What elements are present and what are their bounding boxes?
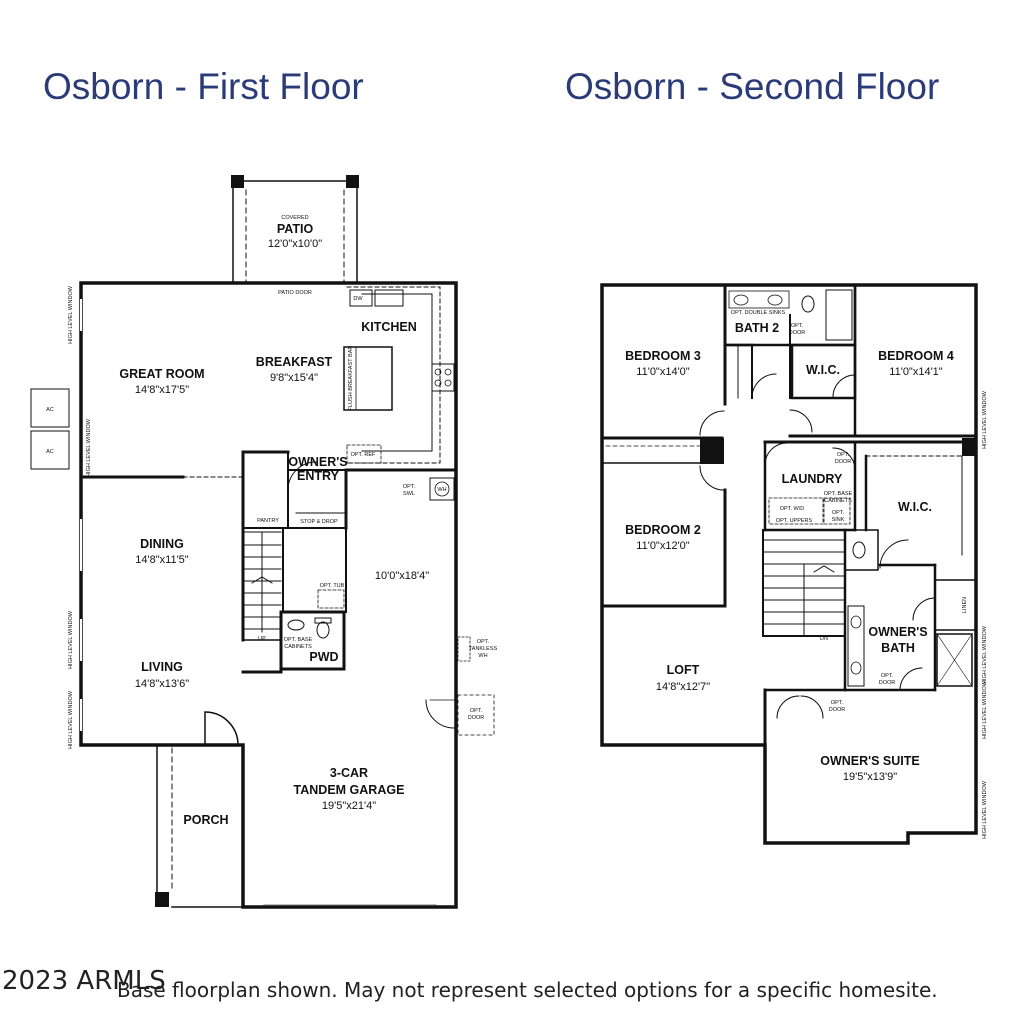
great-room-dimensions: 14'8"x17'5" bbox=[135, 384, 189, 396]
patio-covered-label: COVERED bbox=[281, 215, 308, 221]
garage-label-line1: 3-CAR bbox=[330, 766, 368, 780]
opt-base-cabinets-line2: CABINETS bbox=[824, 498, 852, 504]
owners-entry-label-line1: OWNER'S bbox=[288, 455, 347, 469]
high-level-window-label: HIGH LEVEL WINDOW bbox=[982, 780, 988, 839]
owners-suite-dimensions: 19'5"x13'9" bbox=[843, 771, 897, 783]
high-level-window-label: HIGH LEVEL WINDOW bbox=[68, 690, 74, 749]
loft-dimensions: 14'8"x12'7" bbox=[656, 681, 710, 693]
living-label: LIVING bbox=[141, 660, 183, 674]
opt-sink-line1: OPT. bbox=[832, 510, 845, 516]
high-level-window-label: HIGH LEVEL WINDOW bbox=[68, 610, 74, 669]
high-level-window-label: HIGH LEVEL WINDOW bbox=[86, 418, 92, 477]
dining-label: DINING bbox=[140, 537, 184, 551]
living-dimensions: 14'8"x13'6" bbox=[135, 678, 189, 690]
owners-bath-opt-door-line1: OPT. bbox=[881, 673, 894, 679]
laundry-opt-door-line1: OPT. bbox=[837, 452, 850, 458]
dishwasher-label: DW bbox=[353, 296, 363, 302]
porch-label: PORCH bbox=[183, 813, 228, 827]
kitchen-label: KITCHEN bbox=[361, 320, 417, 334]
opt-tankless-line1: OPT. bbox=[477, 639, 490, 645]
owners-bath-label-line2: BATH bbox=[881, 641, 915, 655]
patio-label: PATIO bbox=[277, 222, 314, 236]
first-floor-title: Osborn - First Floor bbox=[43, 66, 364, 107]
second-floor-title: Osborn - Second Floor bbox=[565, 66, 940, 107]
patio-dimensions: 12'0"x10'0" bbox=[268, 238, 322, 250]
opt-ref-label: OPT. REF bbox=[351, 452, 376, 458]
garage-opt-door-line1: OPT. bbox=[470, 708, 483, 714]
bath-2-label: BATH 2 bbox=[735, 321, 779, 335]
owners-entry-label-line2: ENTRY bbox=[297, 469, 340, 483]
opt-double-sinks-label: OPT. DOUBLE SINKS bbox=[731, 310, 786, 316]
second-floor-walls bbox=[600, 283, 978, 845]
owners-bath-opt-door-line2: DOOR bbox=[879, 680, 896, 686]
bedroom-3-dimensions: 11'0"x14'0" bbox=[636, 366, 689, 378]
opt-tankless-line3: WH bbox=[478, 653, 487, 659]
garage-opt-door-line2: DOOR bbox=[468, 715, 485, 721]
high-level-window-label: HIGH LEVEL WINDOW bbox=[982, 680, 988, 739]
powder-room-label: PWD bbox=[309, 650, 338, 664]
suite-opt-door-line1: OPT. bbox=[831, 700, 844, 706]
opt-tankless-line2: TANKLESS bbox=[469, 646, 498, 652]
bedroom-2-label: BEDROOM 2 bbox=[625, 523, 701, 537]
dining-dimensions: 14'8"x11'5" bbox=[135, 554, 188, 566]
opt-base-cabinets-line1: OPT. BASE bbox=[284, 637, 313, 643]
bath-2-opt-door-line1: OPT. bbox=[791, 323, 804, 329]
high-level-window-label: HIGH LEVEL WINDOW bbox=[68, 285, 74, 344]
ac-unit-1: AC bbox=[46, 407, 54, 413]
first-floor-walls bbox=[30, 175, 495, 909]
opt-swl-label-line1: OPT. bbox=[403, 484, 416, 490]
loft-label: LOFT bbox=[667, 663, 700, 677]
stairs-up-label: UP bbox=[258, 636, 266, 642]
wic-small-label: W.I.C. bbox=[806, 363, 840, 377]
garage-label-line2: TANDEM GARAGE bbox=[294, 783, 405, 797]
pantry-label: PANTRY bbox=[257, 518, 279, 524]
suite-opt-door-line2: DOOR bbox=[829, 707, 846, 713]
owners-bath-label-line1: OWNER'S bbox=[868, 625, 927, 639]
linen-label: LINEN bbox=[962, 597, 968, 613]
bath-2-opt-door-line2: DOOR bbox=[789, 330, 806, 336]
high-level-window-label: HIGH LEVEL WINDOW bbox=[982, 625, 988, 684]
opt-base-cabinets-line1: OPT. BASE bbox=[824, 491, 853, 497]
ac-unit-2: AC bbox=[46, 449, 54, 455]
garage-bay-dimensions: 10'0"x18'4" bbox=[375, 570, 429, 582]
water-heater-label: WH bbox=[437, 487, 446, 493]
breakfast-dimensions: 9'8"x15'4" bbox=[270, 372, 318, 384]
breakfast-label: BREAKFAST bbox=[256, 355, 333, 369]
disclaimer-text: Base floorplan shown. May not represent … bbox=[117, 978, 938, 1002]
breakfast-bar-label: FLUSH BREAKFAST BAR bbox=[348, 346, 354, 411]
bedroom-3-label: BEDROOM 3 bbox=[625, 349, 701, 363]
stop-and-drop-label: STOP & DROP bbox=[300, 519, 338, 525]
great-room-label: GREAT ROOM bbox=[119, 367, 204, 381]
opt-washer-dryer-label: OPT. W/D bbox=[780, 506, 804, 512]
opt-base-cabinets-line2: CABINETS bbox=[284, 644, 312, 650]
opt-tub-label: OPT. TUB bbox=[320, 583, 345, 589]
stairs-down-label: DN bbox=[820, 636, 828, 642]
high-level-window-label: HIGH LEVEL WINDOW bbox=[982, 390, 988, 449]
owners-suite-label: OWNER'S SUITE bbox=[820, 754, 920, 768]
laundry-label: LAUNDRY bbox=[782, 472, 843, 486]
garage-dimensions: 19'5"x21'4" bbox=[322, 800, 376, 812]
opt-swl-label-line2: SWL bbox=[403, 491, 415, 497]
copyright-watermark: 2023 ARMLS bbox=[2, 966, 166, 996]
opt-sink-line2: SINK bbox=[832, 517, 845, 523]
patio-door-label: PATIO DOOR bbox=[278, 290, 312, 296]
bedroom-4-dimensions: 11'0"x14'1" bbox=[889, 366, 942, 378]
bedroom-2-dimensions: 11'0"x12'0" bbox=[636, 540, 689, 552]
opt-uppers-label: OPT. UPPERS bbox=[776, 518, 813, 524]
laundry-opt-door-line2: DOOR bbox=[835, 459, 852, 465]
wic-large-label: W.I.C. bbox=[898, 500, 932, 514]
bedroom-4-label: BEDROOM 4 bbox=[878, 349, 954, 363]
